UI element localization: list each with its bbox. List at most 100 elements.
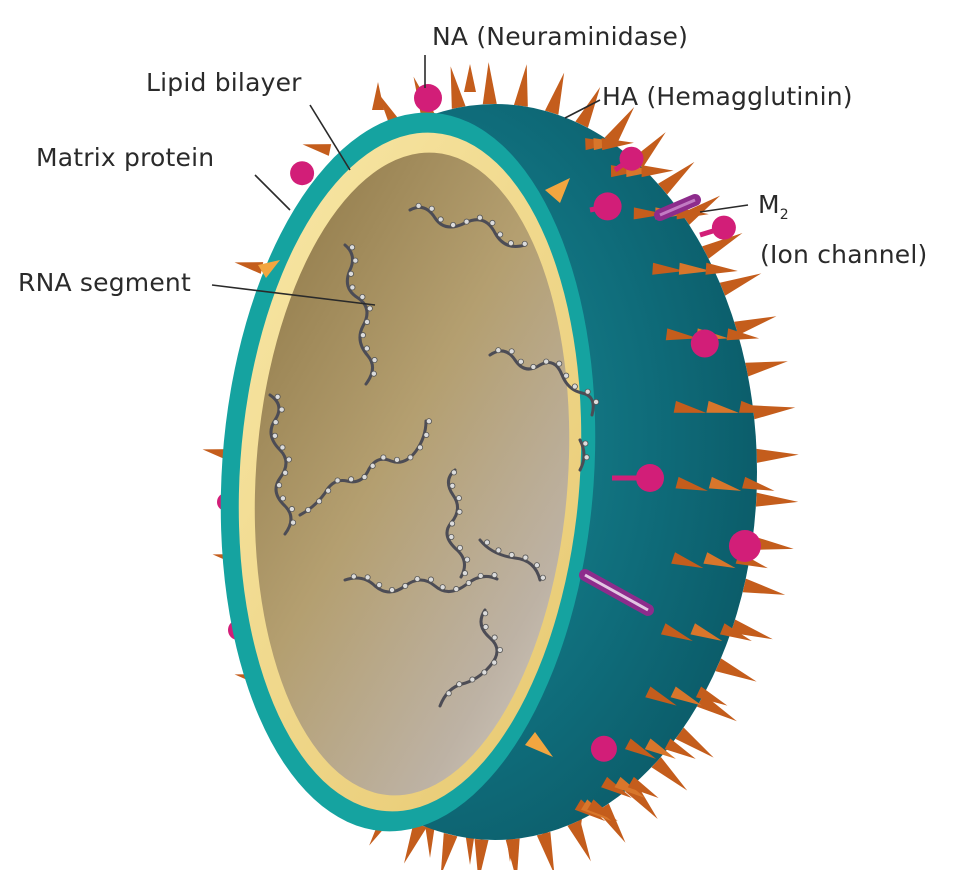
rna-bead — [370, 463, 375, 468]
rna-bead — [457, 682, 462, 687]
rna-bead — [534, 563, 539, 568]
rna-bead — [372, 357, 377, 362]
rna-bead — [451, 222, 456, 227]
ha-spike — [567, 820, 590, 861]
matrix-leader — [255, 175, 290, 210]
rna-bead — [492, 660, 497, 665]
rna-bead — [557, 361, 562, 366]
ha-spike — [651, 757, 687, 790]
rna-bead — [416, 203, 421, 208]
ha-spike — [641, 165, 673, 177]
rna-bead — [326, 488, 331, 493]
rna-bead — [350, 245, 355, 250]
rna-bead — [367, 306, 372, 311]
rna-bead — [572, 384, 577, 389]
rna-bead — [364, 346, 369, 351]
rna-bead — [518, 359, 523, 364]
rna-bead — [490, 220, 495, 225]
m2-subscript: 2 — [780, 207, 789, 223]
ha-spike — [441, 833, 458, 870]
ha-label: HA (Hemagglutinin) — [602, 82, 853, 111]
rna-bead — [483, 611, 488, 616]
m2-label: M2 — [758, 190, 789, 223]
rna-bead — [450, 521, 455, 526]
rna-bead — [273, 420, 278, 425]
lipid-bilayer-label: Lipid bilayer — [146, 68, 302, 97]
rna-bead — [306, 507, 311, 512]
rna-bead — [349, 477, 354, 482]
rna-bead — [450, 483, 455, 488]
ha-spike — [451, 66, 466, 109]
rna-bead — [283, 470, 288, 475]
rna-bead — [583, 441, 588, 446]
rna-bead — [440, 585, 445, 590]
ha-spike — [464, 64, 476, 92]
rna-bead — [365, 575, 370, 580]
rna-bead — [496, 548, 501, 553]
rna-bead — [394, 457, 399, 462]
ha-spike — [757, 449, 799, 463]
lipid-leader — [310, 105, 350, 170]
rna-bead — [508, 241, 513, 246]
ha-spike — [303, 144, 332, 156]
rna-bead — [429, 206, 434, 211]
na-knob — [636, 464, 664, 492]
rna-bead — [465, 557, 470, 562]
rna-bead — [470, 677, 475, 682]
rna-bead — [462, 571, 467, 576]
na-knob — [729, 530, 761, 562]
m2-letter: M — [758, 190, 780, 219]
na-knob — [414, 84, 442, 112]
ha-spike — [658, 162, 694, 195]
rna-bead — [377, 582, 382, 587]
ha-spike — [514, 64, 528, 107]
rna-bead — [509, 552, 514, 557]
ha-spike — [235, 262, 264, 274]
ha-spike — [372, 82, 384, 110]
na-knob — [712, 216, 736, 240]
rna-bead — [457, 545, 462, 550]
rna-bead — [564, 373, 569, 378]
rna-bead — [477, 215, 482, 220]
ion-channel-label: (Ion channel) — [760, 240, 928, 269]
rna-bead — [280, 496, 285, 501]
ha-spike — [720, 273, 762, 295]
rna-bead — [498, 232, 503, 237]
ha-spike — [756, 493, 798, 507]
rna-bead — [438, 217, 443, 222]
rna-bead — [428, 577, 433, 582]
na-knob — [620, 147, 644, 171]
ha-spike — [575, 87, 600, 128]
rna-bead — [464, 219, 469, 224]
na-knob — [594, 192, 622, 220]
ha-spike — [545, 73, 564, 115]
rna-bead — [364, 319, 369, 324]
ha-spike — [742, 477, 774, 491]
rna-bead — [523, 555, 528, 560]
rna-bead — [496, 348, 501, 353]
ha-spike — [705, 263, 737, 275]
rna-bead — [351, 574, 356, 579]
rna-bead — [457, 509, 462, 514]
rna-bead — [531, 364, 536, 369]
rna-bead — [497, 647, 502, 652]
rna-bead — [544, 359, 549, 364]
rna-bead — [415, 576, 420, 581]
rna-bead — [381, 455, 386, 460]
rna-bead — [275, 394, 280, 399]
rna-bead — [408, 455, 413, 460]
rna-bead — [389, 587, 394, 592]
rna-bead — [492, 572, 497, 577]
rna-bead — [272, 433, 277, 438]
rna-bead — [403, 583, 408, 588]
na-knob — [290, 161, 314, 185]
ha-spike — [483, 62, 497, 104]
ha-spike — [715, 658, 756, 681]
rna-bead — [335, 478, 340, 483]
rna-bead — [279, 407, 284, 412]
rna-bead — [449, 534, 454, 539]
rna-bead — [522, 241, 527, 246]
rna-bead — [317, 499, 322, 504]
rna-bead — [286, 457, 291, 462]
